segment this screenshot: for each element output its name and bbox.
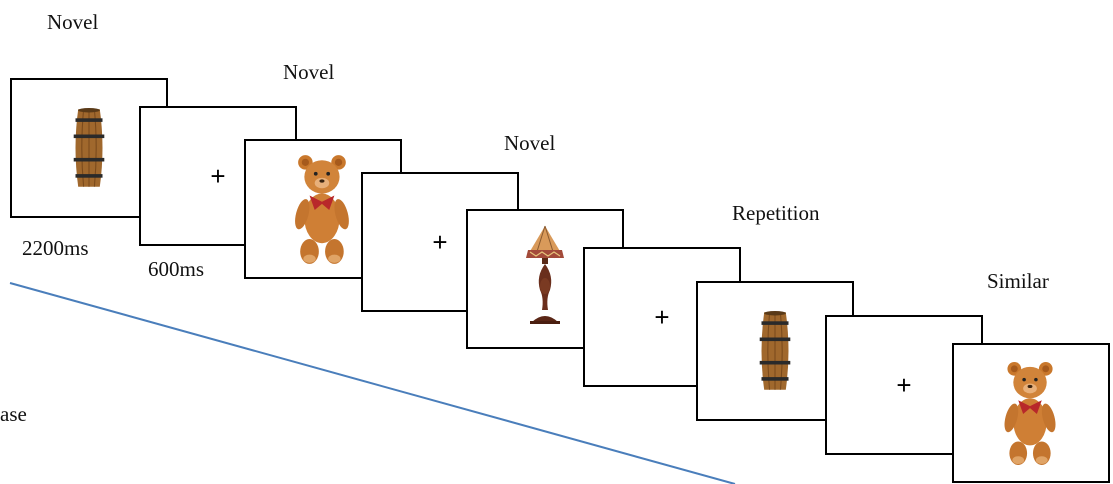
fixation-cross: + [896, 370, 912, 400]
trial-label-repetition: Repetition [732, 201, 820, 225]
trial-label-novel: Novel [47, 10, 99, 34]
trial-label-novel: Novel [283, 60, 335, 84]
stimulus-frame-teddy-bear [952, 343, 1110, 483]
fixation-cross: + [654, 302, 670, 332]
fixation-cross: + [210, 161, 226, 191]
teddy-bear-image [292, 155, 352, 264]
table-lamp-image [525, 225, 565, 325]
fixation-cross: + [432, 227, 448, 257]
phase-label-partial: ase [0, 402, 27, 426]
teddy-bear-image [1001, 361, 1059, 466]
stimulus-duration-label: 2200ms [22, 236, 89, 260]
barrel-image [759, 310, 791, 391]
barrel-image [73, 107, 105, 188]
fixation-duration-label: 600ms [148, 257, 205, 281]
trial-label-novel: Novel [504, 131, 556, 155]
trial-label-similar: Similar [987, 269, 1049, 293]
